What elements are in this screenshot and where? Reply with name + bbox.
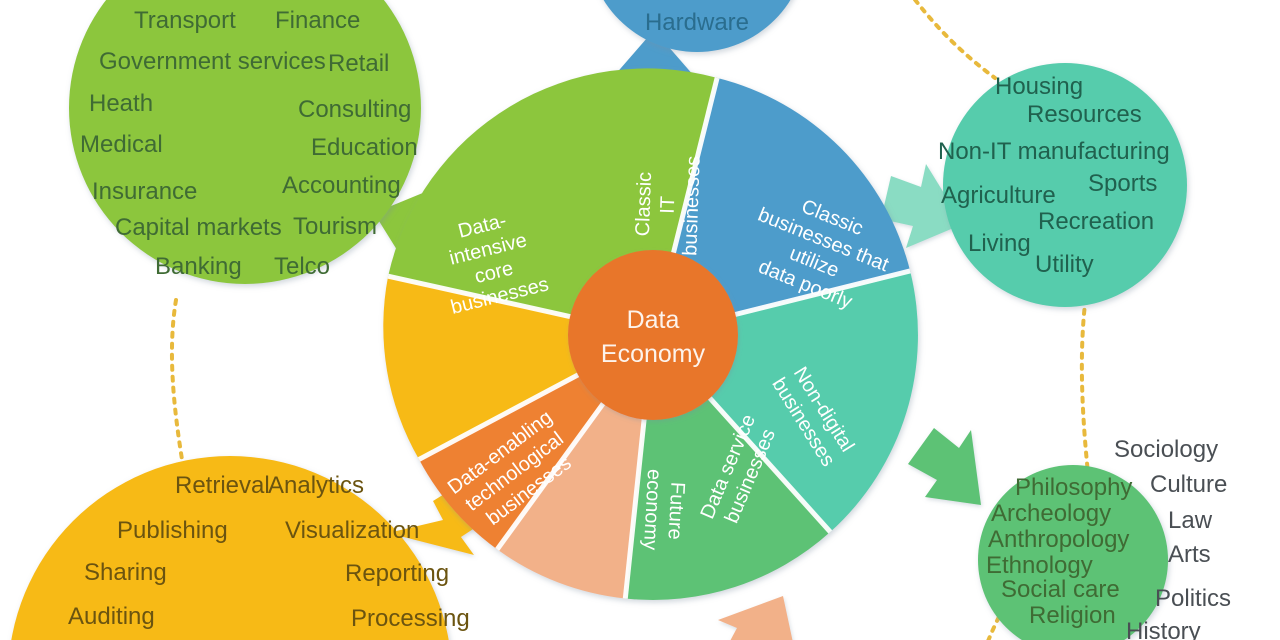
bubble-word-capital-markets: Capital markets bbox=[115, 214, 282, 241]
segment-label-future-economy-l2: economy bbox=[639, 468, 665, 550]
bubble-word-visualization: Visualization bbox=[285, 517, 419, 544]
bubble-word-medical: Medical bbox=[80, 131, 163, 158]
data-intensive-core-bubble-words: Transport Finance Government services Re… bbox=[80, 7, 418, 280]
bubble-word-resources: Resources bbox=[1027, 101, 1142, 128]
bubble-word-retail: Retail bbox=[328, 50, 389, 77]
hardware-bubble: Hardware bbox=[603, 0, 791, 52]
bubble-word-sociology: Sociology bbox=[1114, 436, 1218, 463]
bubble-word-archeology: Archeology bbox=[991, 500, 1111, 527]
bubble-word-publishing: Publishing bbox=[117, 517, 228, 544]
segment-label-classic-it-businesses-l3: businesses bbox=[679, 155, 704, 256]
bubble-word-reporting: Reporting bbox=[345, 560, 449, 587]
bubble-word-anthropology: Anthropology bbox=[988, 526, 1129, 553]
bubble-word-education: Education bbox=[311, 134, 418, 161]
bubble-word-history: History bbox=[1126, 618, 1201, 640]
hub-circle[interactable]: Data Economy bbox=[568, 250, 738, 420]
bubble-word-ethnology: Ethnology bbox=[986, 552, 1093, 579]
bubble-word-sharing: Sharing bbox=[84, 559, 167, 586]
bubble-word-culture: Culture bbox=[1150, 471, 1227, 498]
connector-topright-bottomright bbox=[1079, 286, 1092, 494]
bubble-word-agriculture: Agriculture bbox=[941, 182, 1056, 209]
bubble-word-law: Law bbox=[1168, 507, 1213, 534]
bubble-word-philosophy: Philosophy bbox=[1015, 474, 1132, 501]
bubble-word-analytics: Analytics bbox=[268, 472, 364, 499]
segment-label-future-economy-l1: Future bbox=[663, 481, 688, 540]
classic-poor-data-bubble-words: Housing Resources Non-IT manufacturing A… bbox=[938, 73, 1170, 278]
bubble-word-banking: Banking bbox=[155, 253, 242, 280]
hub-label-line2: Economy bbox=[601, 340, 706, 368]
non-digital-bubble-words: Philosophy Archeology Anthropology Ethno… bbox=[986, 474, 1132, 629]
bubble-word-finance: Finance bbox=[275, 7, 360, 34]
bubble-word-non-it-manufacturing: Non-IT manufacturing bbox=[938, 138, 1170, 165]
bubble-word-transport: Transport bbox=[134, 7, 236, 34]
hub-label-line1: Data bbox=[627, 306, 680, 334]
bubble-word-tourism: Tourism bbox=[293, 213, 377, 240]
bubble-word-social-care: Social care bbox=[1001, 576, 1120, 603]
segment-label-classic-it-businesses-l1: Classic bbox=[632, 172, 656, 237]
bubble-word-living: Living bbox=[968, 230, 1031, 257]
data-intensive-core-bubble bbox=[69, 0, 421, 284]
bubble-word-arts: Arts bbox=[1168, 541, 1211, 568]
bubble-word-government-services: Government services bbox=[99, 48, 326, 75]
classic-poor-data-bubble bbox=[943, 63, 1187, 307]
bubble-word-religion: Religion bbox=[1029, 602, 1116, 629]
arrow-to-data-service bbox=[718, 596, 793, 640]
bubble-word-telco: Telco bbox=[274, 253, 330, 280]
bubble-word-heath: Heath bbox=[89, 90, 153, 117]
bubble-word-auditing: Auditing bbox=[68, 603, 155, 630]
bubble-word-sports: Sports bbox=[1088, 170, 1157, 197]
non-digital-outside-words: Sociology Culture Law Arts Politics Hist… bbox=[1114, 436, 1231, 640]
bubble-word-politics: Politics bbox=[1155, 585, 1231, 612]
arrow-to-classic-poor-data bbox=[881, 164, 963, 248]
data-enabling-tech-bubble bbox=[11, 456, 449, 640]
bubble-word-insurance: Insurance bbox=[92, 178, 197, 205]
hardware-label: Hardware bbox=[645, 9, 749, 36]
bubble-word-retrieval: Retrieval bbox=[175, 472, 270, 499]
bubble-word-utility: Utility bbox=[1035, 251, 1094, 278]
segment-classic-it-businesses[interactable] bbox=[653, 77, 911, 336]
segment-label-classic-it-businesses-l2: IT bbox=[657, 196, 680, 215]
arrow-to-non-digital bbox=[908, 428, 981, 505]
bubble-word-recreation: Recreation bbox=[1038, 208, 1154, 235]
bubble-word-housing: Housing bbox=[995, 73, 1083, 100]
bubble-word-consulting: Consulting bbox=[298, 96, 411, 123]
non-digital-bubble bbox=[978, 465, 1168, 640]
connector-top-topright bbox=[912, 0, 997, 80]
bubble-word-processing: Processing bbox=[351, 605, 470, 632]
bubble-word-accounting: Accounting bbox=[282, 172, 401, 199]
data-enabling-tech-bubble-words: Retrieval Analytics Publishing Visualiza… bbox=[68, 472, 470, 632]
